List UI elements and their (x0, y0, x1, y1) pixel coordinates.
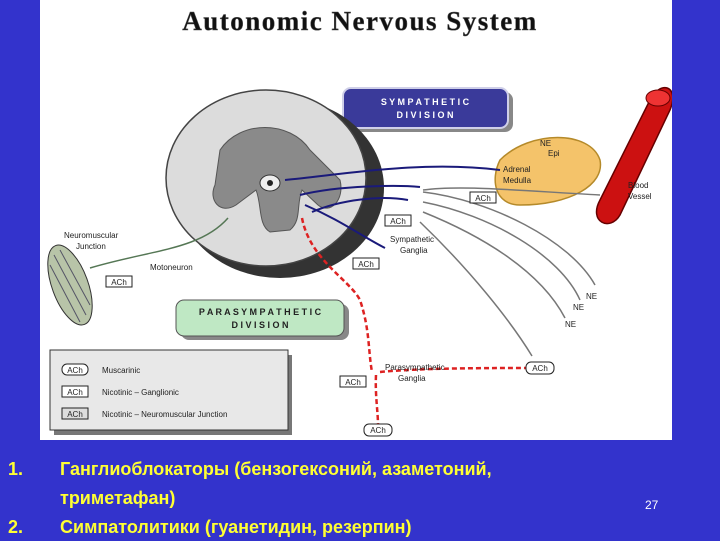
ne-label-b: NE (573, 303, 584, 312)
caption-text: Симпатолитики (гуанетидин, резерпин) (60, 517, 412, 537)
ach-box-para-ganglia: ACh (339, 375, 367, 388)
skeletal-muscle: Neuromuscular Junction (47, 231, 119, 326)
ach-box-ganglia-lower: ACh (352, 257, 380, 270)
sympathetic-nerves (284, 165, 501, 249)
svg-text:Muscarinic: Muscarinic (102, 366, 140, 375)
sympathetic-badge-line1: S Y M P A T H E T I C (381, 97, 470, 107)
legend-item-nicotinic-nmj: ACh Nicotinic – Neuromuscular Junction (61, 407, 227, 420)
svg-text:ACh: ACh (111, 278, 127, 287)
parasympathetic-division-badge: P A R A S Y M P A T H E T I C D I V I S … (175, 299, 349, 340)
parasympathetic-badge-line1: P A R A S Y M P A T H E T I C (199, 307, 322, 317)
ach-box-para-bottom: ACh (363, 423, 393, 437)
ach-box-adrenal: ACh (469, 191, 497, 204)
adrenal-label-2: Medulla (503, 176, 532, 185)
symp-ganglia-label-2: Ganglia (400, 246, 428, 255)
svg-text:ACh: ACh (358, 260, 374, 269)
caption-text: триметафан) (60, 488, 176, 508)
neuromuscular-label-2: Junction (76, 242, 106, 251)
symp-ganglia-label-1: Sympathetic (390, 235, 434, 244)
legend-item-muscarinic: ACh Muscarinic (61, 363, 140, 376)
svg-text:ACh: ACh (67, 410, 83, 419)
ne-epi-label-1: NE (540, 139, 551, 148)
parasympathetic-nerve (300, 217, 529, 426)
neuromuscular-label-1: Neuromuscular (64, 231, 119, 240)
svg-text:ACh: ACh (370, 426, 386, 435)
svg-text:ACh: ACh (67, 388, 83, 397)
sympathetic-division-badge: S Y M P A T H E T I C D I V I S I O N (342, 87, 513, 132)
motoneuron-nerve: Motoneuron (89, 217, 229, 272)
spinal-cord (165, 89, 384, 278)
blood-vessel: Blood Vessel (595, 86, 672, 225)
para-ganglia-label-2: Ganglia (398, 374, 426, 383)
svg-text:ACh: ACh (67, 366, 83, 375)
svg-text:Nicotinic – Ganglionic: Nicotinic – Ganglionic (102, 388, 179, 397)
caption-text: Ганглиоблокаторы (бензогексоний, азамето… (60, 459, 492, 479)
blood-vessel-label-1: Blood (628, 181, 648, 190)
svg-text:Nicotinic – Neuromuscular Ju: Nicotinic – Neuromuscular Junction (102, 410, 227, 419)
para-ganglia-label-1: Parasympathetic (385, 363, 445, 372)
diagram-title: Autonomic Nervous System (182, 6, 537, 36)
caption-number: 1. (8, 459, 24, 479)
caption-number: 2. (8, 517, 24, 537)
ne-epi-label-2: Epi (548, 149, 560, 158)
postganglionic-fibers (419, 187, 601, 357)
ne-label-c: NE (565, 320, 576, 329)
legend: ACh Muscarinic ACh Nicotinic – Ganglioni… (49, 349, 292, 435)
adrenal-label-1: Adrenal (503, 165, 531, 174)
svg-text:ACh: ACh (345, 378, 361, 387)
ach-box-nmj: ACh (105, 275, 133, 288)
motoneuron-label: Motoneuron (150, 263, 193, 272)
ach-box-para-target: ACh (525, 361, 555, 375)
ne-label-a: NE (586, 292, 597, 301)
blood-vessel-label-2: Vessel (628, 192, 652, 201)
svg-text:ACh: ACh (475, 194, 491, 203)
legend-item-nicotinic-ganglionic: ACh Nicotinic – Ganglionic (61, 385, 179, 398)
ach-box-ganglia-upper: ACh (384, 214, 412, 227)
sympathetic-badge-line2: D I V I S I O N (396, 110, 453, 120)
svg-text:ACh: ACh (532, 364, 548, 373)
parasympathetic-badge-line2: D I V I S I O N (231, 320, 288, 330)
adrenal-medulla: Adrenal Medulla NE Epi (494, 136, 602, 206)
svg-text:ACh: ACh (390, 217, 406, 226)
ans-diagram: Autonomic Nervous System S Y M P A T H E… (40, 0, 672, 440)
page-number: 27 (645, 498, 659, 512)
